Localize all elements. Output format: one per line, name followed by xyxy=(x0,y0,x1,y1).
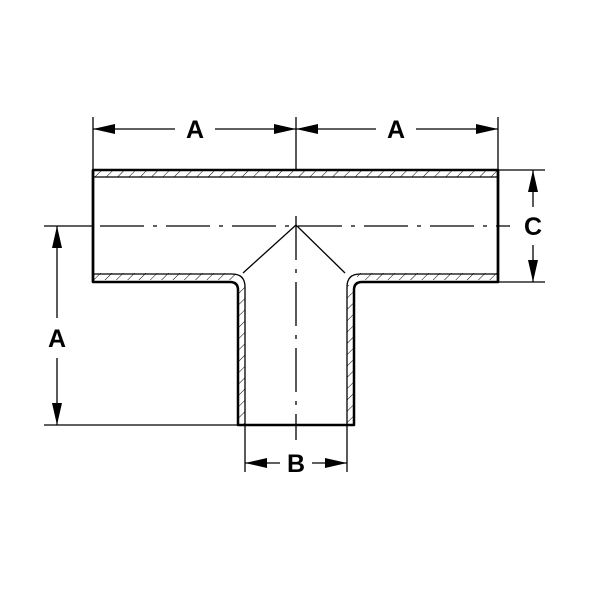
top-wall-hatch xyxy=(93,170,498,177)
tee-body xyxy=(91,168,500,427)
dimension-branch-width: B xyxy=(245,450,347,478)
tee-outer-outline xyxy=(91,168,500,427)
dimension-label-b: B xyxy=(287,450,305,478)
dimension-label-a-top-left: A xyxy=(186,116,204,144)
dimension-vertical-left: A xyxy=(48,226,66,425)
dimension-top-right: A xyxy=(296,116,498,144)
dimension-top-left: A xyxy=(93,116,296,144)
bottom-left-wall-hatch xyxy=(93,273,235,280)
branch-left-wall-hatch xyxy=(238,285,245,425)
extension-lines xyxy=(44,117,545,472)
dimension-label-a-top-right: A xyxy=(387,116,405,144)
dimension-label-c: C xyxy=(524,213,542,241)
centerlines xyxy=(100,216,510,440)
dimension-right-height: C xyxy=(524,170,542,282)
bottom-right-wall-hatch xyxy=(357,273,498,280)
dimension-label-a-vertical: A xyxy=(48,325,66,353)
branch-right-wall-hatch xyxy=(347,285,354,425)
